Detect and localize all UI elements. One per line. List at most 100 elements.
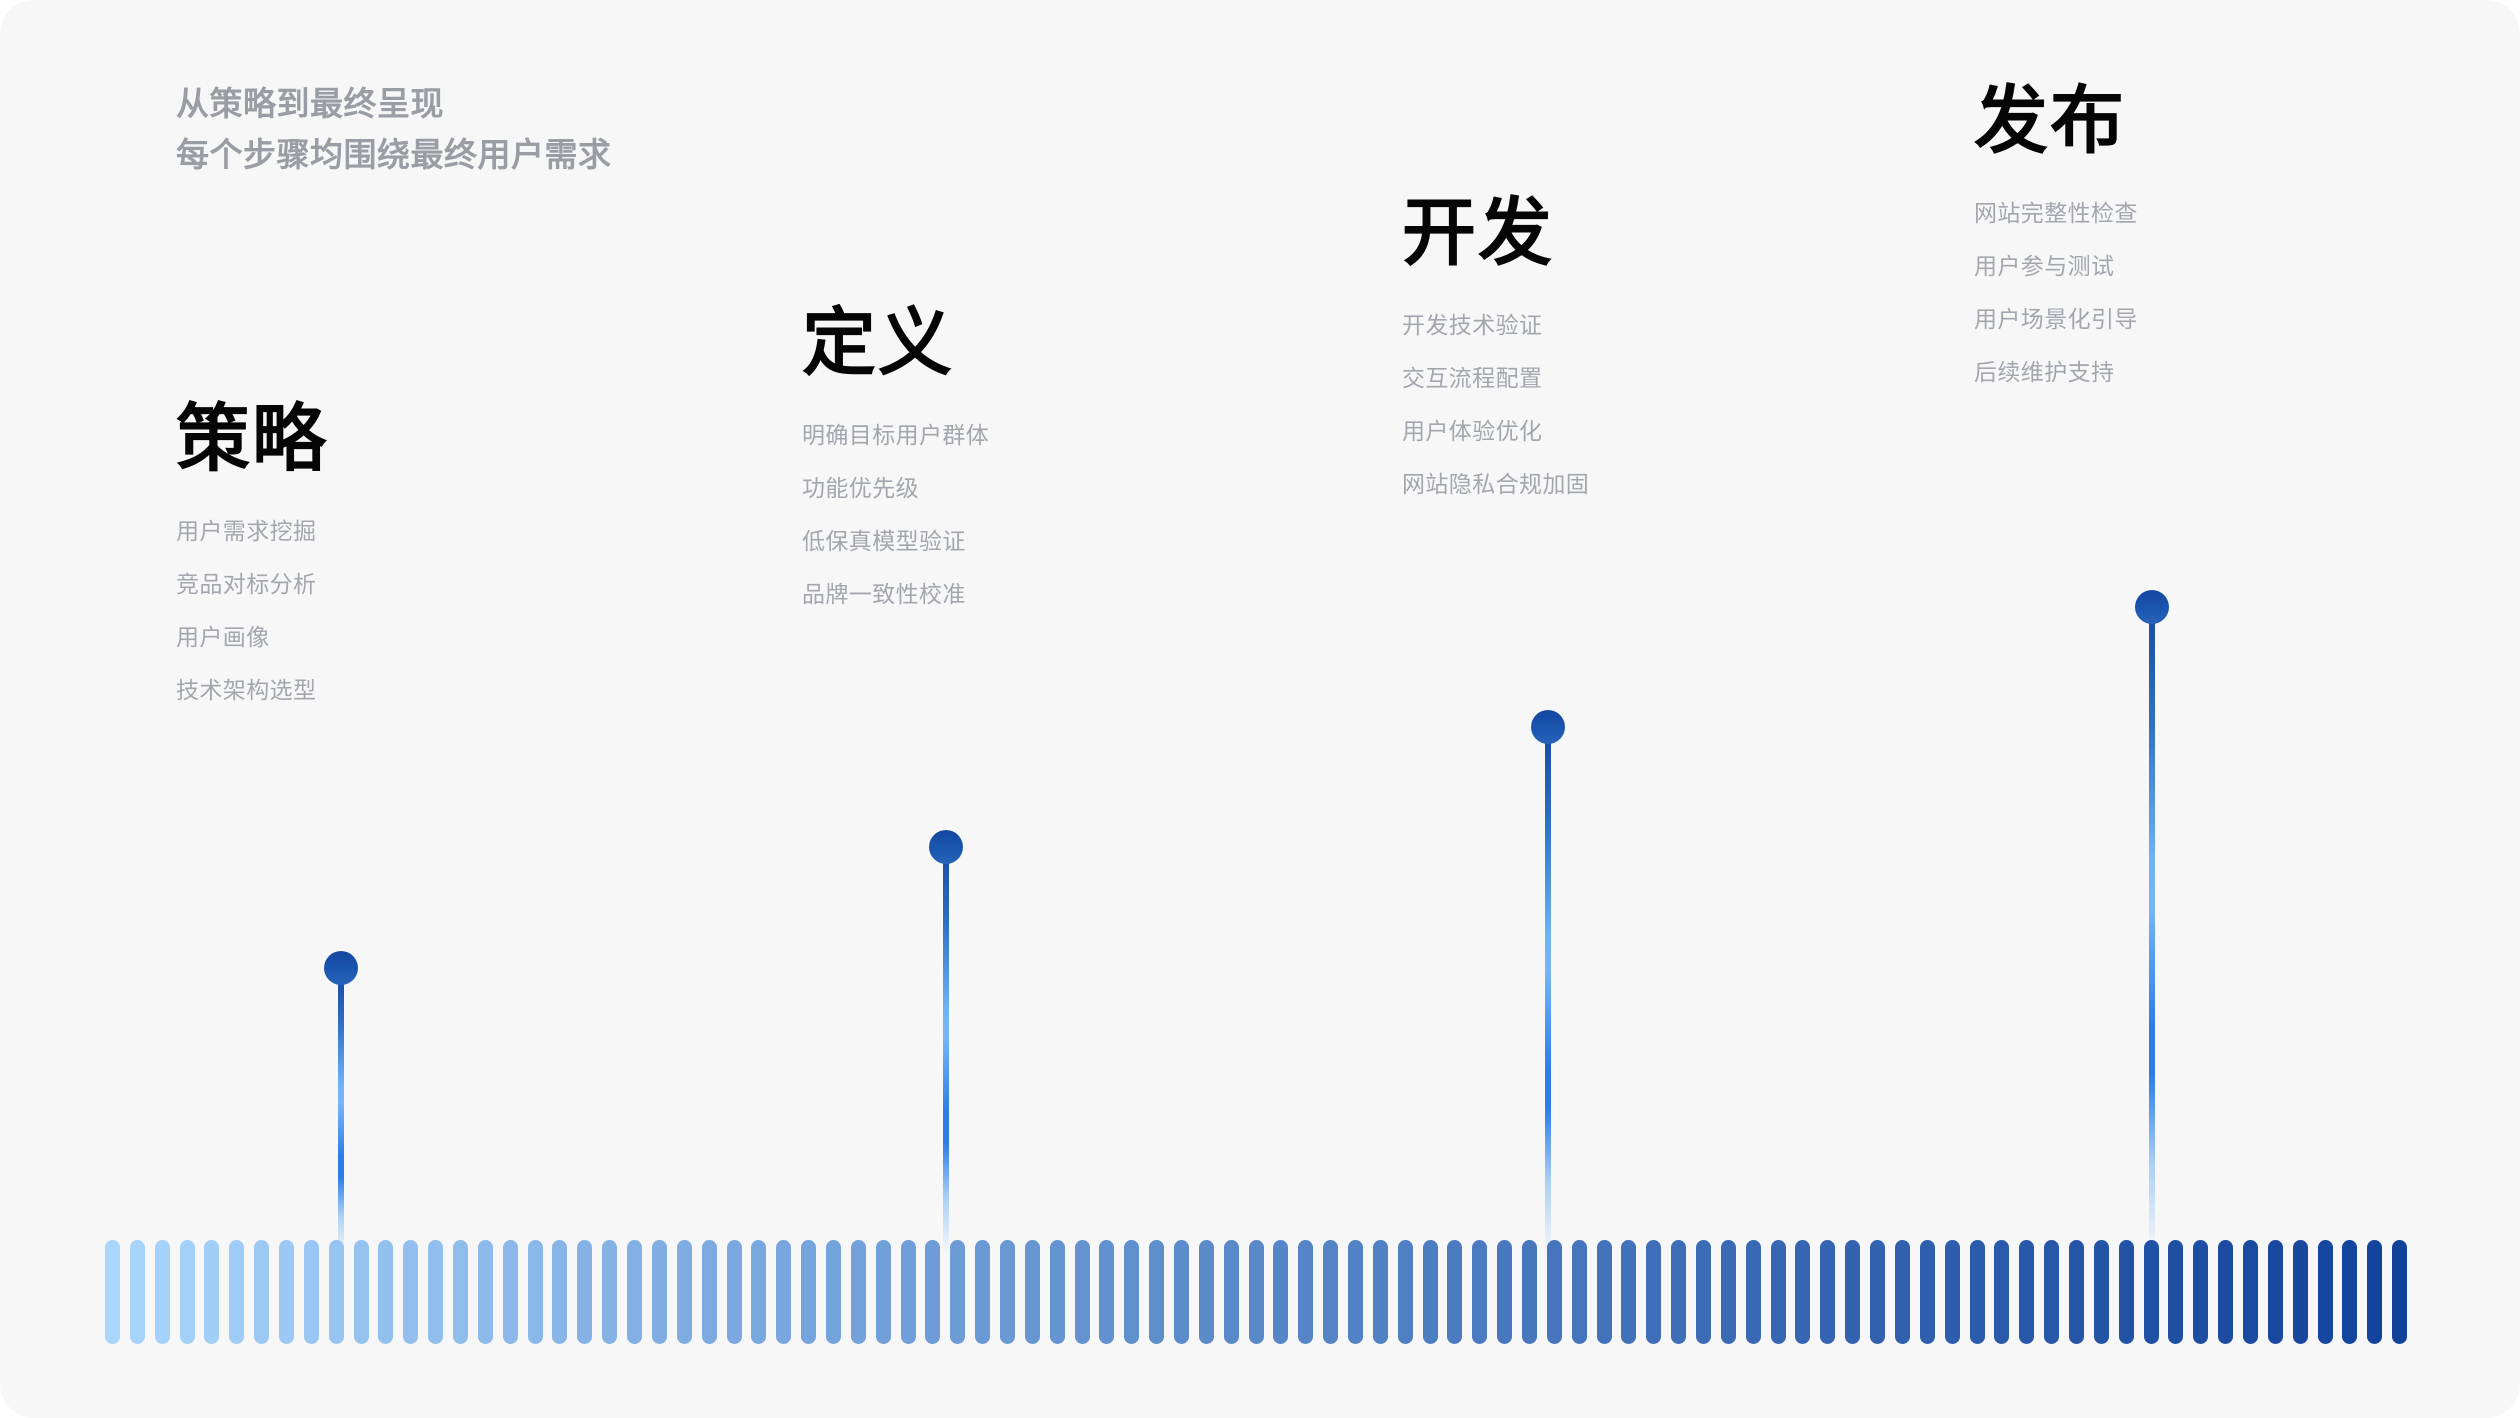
gradient-bar: [354, 1240, 369, 1344]
gradient-bar: [1447, 1240, 1462, 1344]
pin-stem: [2149, 619, 2155, 1254]
gradient-bar: [478, 1240, 493, 1344]
gradient-bar: [652, 1240, 667, 1344]
gradient-bar: [1621, 1240, 1636, 1344]
stage-item: 交互流程配置: [1402, 365, 1543, 391]
gradient-bar: [2293, 1240, 2308, 1344]
gradient-bar: [826, 1240, 841, 1344]
gradient-bar: [1895, 1240, 1910, 1344]
gradient-bar: [1795, 1240, 1810, 1344]
gradient-bar: [901, 1240, 916, 1344]
stage-item: 用户场景化引导: [1974, 306, 2138, 332]
gradient-bar: [1174, 1240, 1189, 1344]
stage-pin-1: [317, 951, 365, 1254]
gradient-bar: [528, 1240, 543, 1344]
gradient-bar: [378, 1240, 393, 1344]
intro-line-1: 从策略到最终呈现: [176, 85, 444, 122]
gradient-bar: [1721, 1240, 1736, 1344]
stage-column-2: 定义明确目标用户群体功能优先级低保真模型验证品牌一致性校准: [802, 306, 989, 606]
gradient-bar: [1273, 1240, 1288, 1344]
gradient-bar: [1000, 1240, 1015, 1344]
gradient-bar: [180, 1240, 195, 1344]
pin-dot-icon: [324, 951, 358, 985]
gradient-bar: [776, 1240, 791, 1344]
intro-heading: 从策略到最终呈现 每个步骤均围绕最终用户需求: [176, 78, 612, 181]
gradient-bar: [1970, 1240, 1985, 1344]
gradient-bar: [577, 1240, 592, 1344]
stage-item: 明确目标用户群体: [802, 422, 990, 448]
gradient-bar: [876, 1240, 891, 1344]
gradient-bar: [1472, 1240, 1487, 1344]
stage-column-4: 发布网站完整性检查用户参与测试用户场景化引导后续维护支持: [1974, 84, 2138, 384]
stage-item: 低保真模型验证: [802, 528, 966, 554]
pin-stem: [338, 980, 344, 1254]
stage-item: 功能优先级: [802, 475, 919, 501]
gradient-bar: [329, 1240, 344, 1344]
gradient-bar: [975, 1240, 990, 1344]
pin-dot-icon: [1531, 710, 1565, 744]
stage-item-list: 网站完整性检查用户参与测试用户场景化引导后续维护支持: [1974, 202, 2138, 384]
gradient-bar: [2268, 1240, 2283, 1344]
gradient-bar: [1149, 1240, 1164, 1344]
gradient-bar: [229, 1240, 244, 1344]
gradient-bar: [105, 1240, 120, 1344]
gradient-bar: [2069, 1240, 2084, 1344]
pin-stem: [943, 859, 949, 1254]
gradient-bar: [1224, 1240, 1239, 1344]
stage-pin-3: [1524, 710, 1572, 1254]
gradient-bar: [403, 1240, 418, 1344]
gradient-bar: [1845, 1240, 1860, 1344]
stage-item: 技术架构选型: [176, 677, 317, 703]
gradient-bar: [279, 1240, 294, 1344]
gradient-bar: [453, 1240, 468, 1344]
gradient-bar: [1124, 1240, 1139, 1344]
gradient-bar: [2144, 1240, 2159, 1344]
gradient-bar: [851, 1240, 866, 1344]
gradient-bar: [2193, 1240, 2208, 1344]
gradient-bar: [2168, 1240, 2183, 1344]
gradient-bar: [1423, 1240, 1438, 1344]
gradient-bar: [602, 1240, 617, 1344]
gradient-bar: [751, 1240, 766, 1344]
stage-item-list: 明确目标用户群体功能优先级低保真模型验证品牌一致性校准: [802, 424, 989, 606]
gradient-bar: [1572, 1240, 1587, 1344]
stage-item: 竞品对标分析: [176, 571, 317, 597]
gradient-bar-strip: [105, 1240, 2417, 1344]
gradient-bar: [1646, 1240, 1661, 1344]
gradient-bar: [1671, 1240, 1686, 1344]
gradient-bar: [1323, 1240, 1338, 1344]
gradient-bar: [1497, 1240, 1512, 1344]
gradient-bar: [1547, 1240, 1562, 1344]
gradient-bar: [304, 1240, 319, 1344]
gradient-bar: [1075, 1240, 1090, 1344]
gradient-bar: [627, 1240, 642, 1344]
gradient-bar: [2342, 1240, 2357, 1344]
stage-item: 用户体验优化: [1402, 418, 1543, 444]
gradient-bar: [1994, 1240, 2009, 1344]
stage-item: 网站完整性检查: [1974, 200, 2138, 226]
stage-title: 定义: [802, 301, 954, 384]
stage-item-list: 用户需求挖掘竞品对标分析用户画像技术架构选型: [176, 520, 328, 702]
gradient-bar: [254, 1240, 269, 1344]
gradient-bar: [2019, 1240, 2034, 1344]
gradient-bar: [1249, 1240, 1264, 1344]
stage-column-1: 策略用户需求挖掘竞品对标分析用户画像技术架构选型: [176, 402, 328, 702]
stage-column-3: 开发开发技术验证交互流程配置用户体验优化网站隐私合规加固: [1402, 196, 1589, 496]
gradient-bar: [1920, 1240, 1935, 1344]
stage-title: 开发: [1402, 191, 1554, 274]
gradient-bar: [925, 1240, 940, 1344]
gradient-bar: [1696, 1240, 1711, 1344]
gradient-bar: [204, 1240, 219, 1344]
stage-title: 发布: [1974, 79, 2126, 162]
stage-item: 后续维护支持: [1974, 359, 2115, 385]
gradient-bar: [801, 1240, 816, 1344]
gradient-bar: [2044, 1240, 2059, 1344]
gradient-bar: [2218, 1240, 2233, 1344]
gradient-bar: [1771, 1240, 1786, 1344]
gradient-bar: [428, 1240, 443, 1344]
gradient-bar: [727, 1240, 742, 1344]
stage-title: 策略: [176, 397, 328, 480]
gradient-bar: [1870, 1240, 1885, 1344]
gradient-bar: [2119, 1240, 2134, 1344]
